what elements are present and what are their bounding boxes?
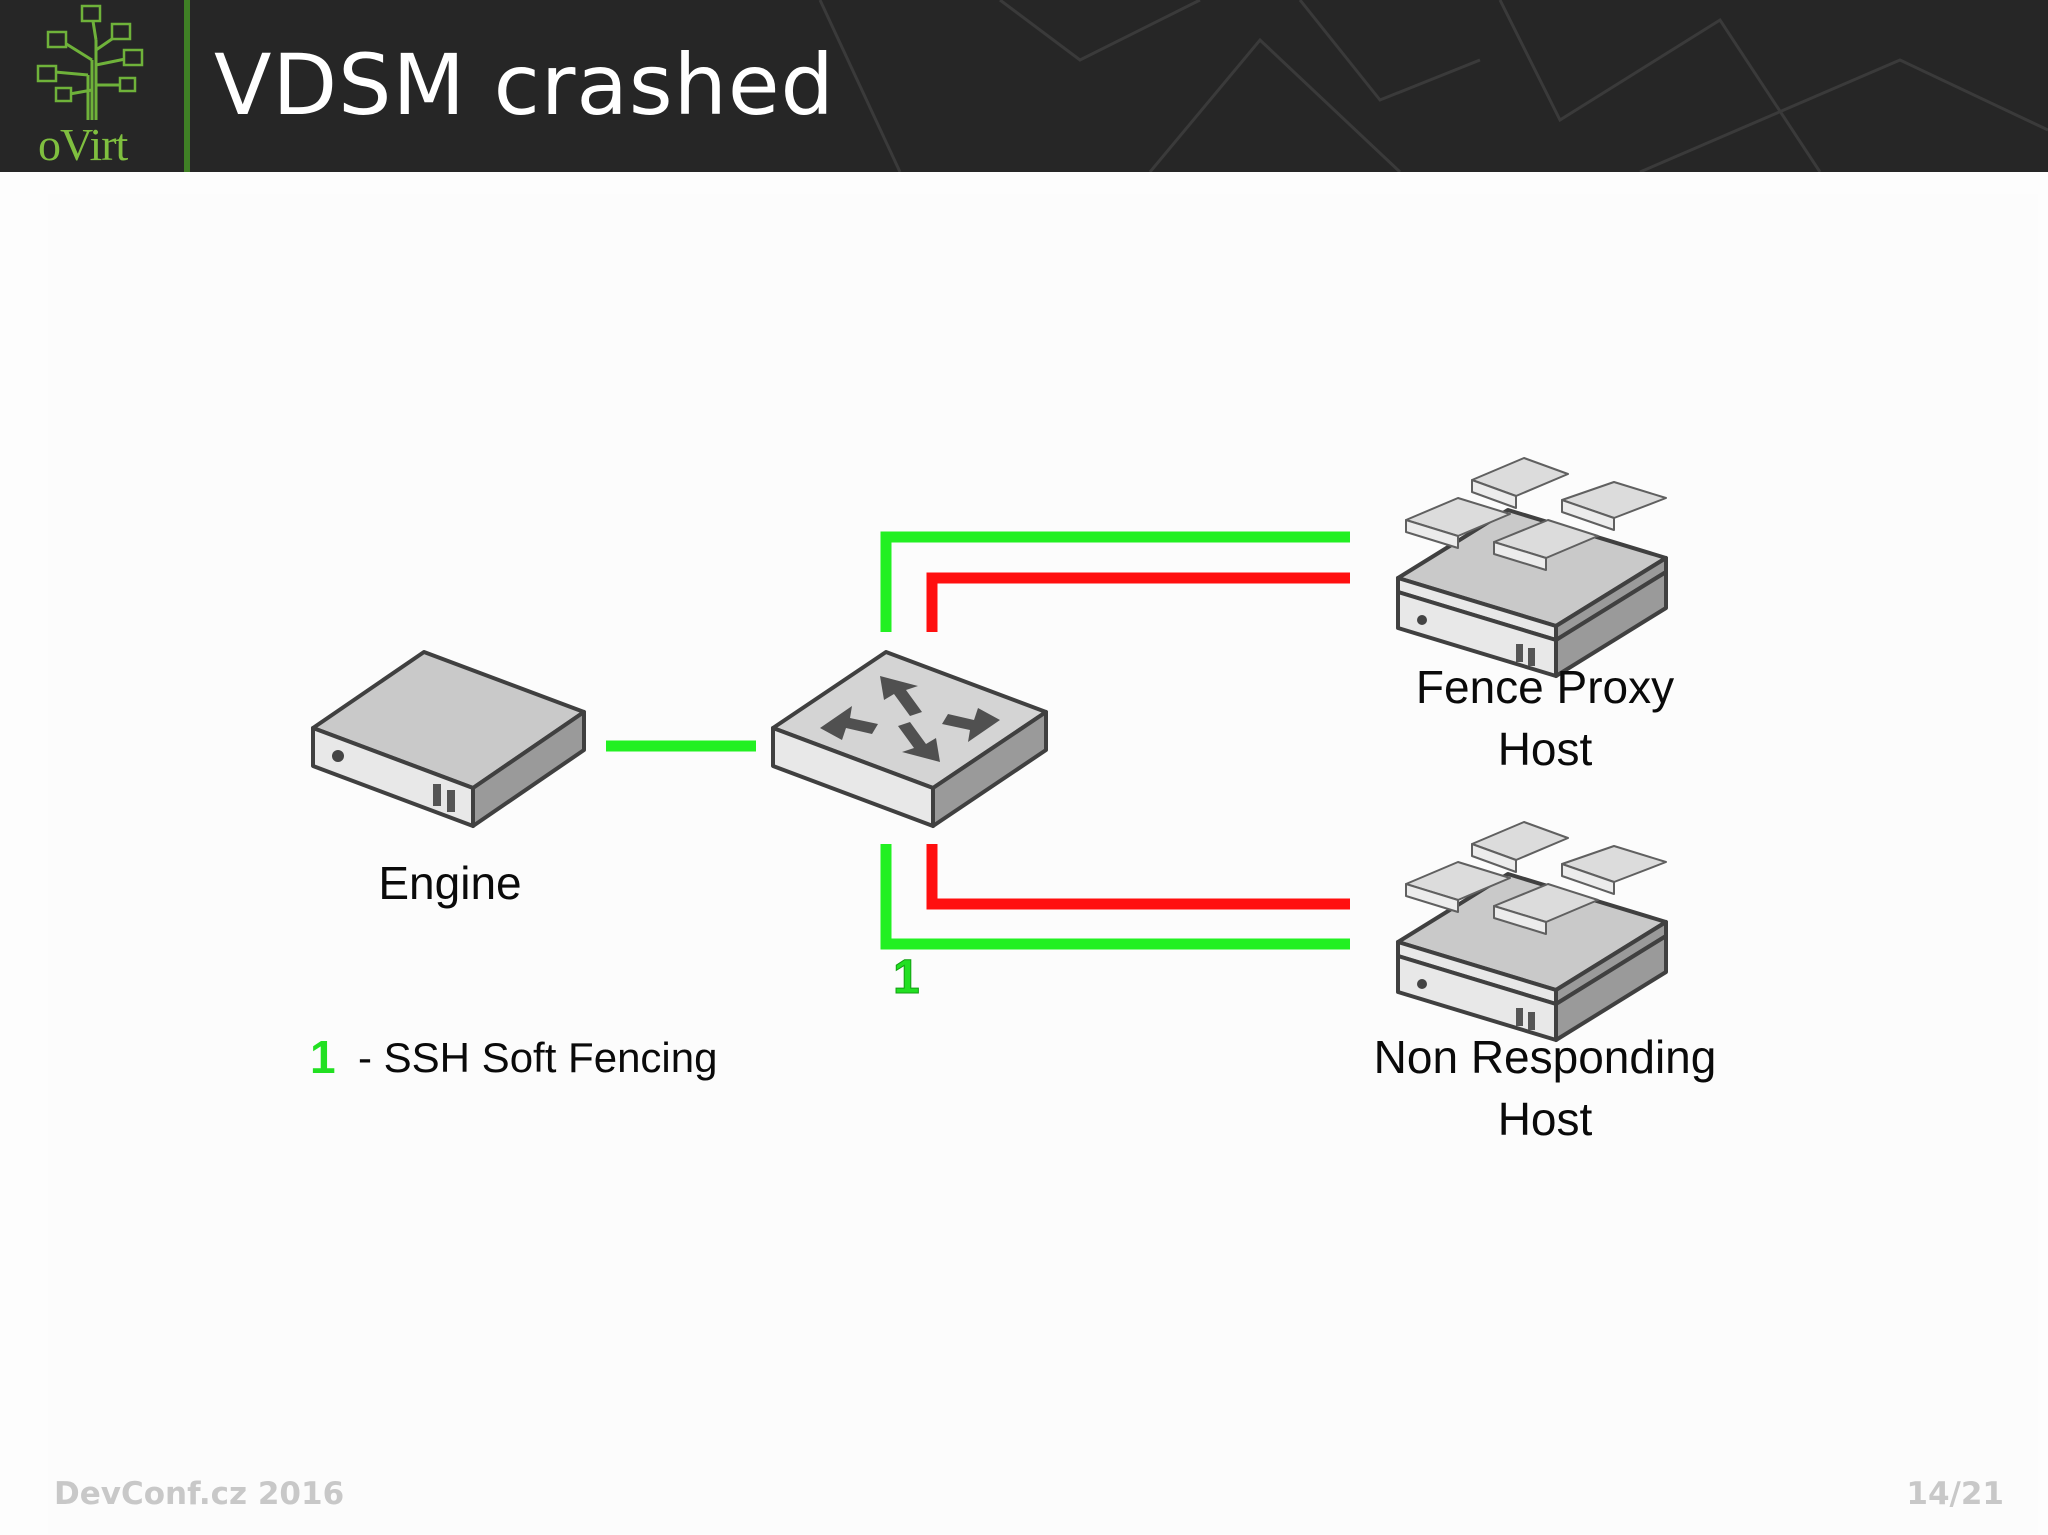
header-divider — [184, 0, 190, 172]
slide-content — [48, 194, 2038, 1534]
non-responding-host-label: Non Responding Host — [1330, 1026, 1760, 1150]
ovirt-logo: oVirt — [0, 0, 186, 172]
legend-number: 1 — [310, 1031, 336, 1083]
fence-proxy-host-label-line1: Fence Proxy — [1415, 661, 1675, 713]
logo-wordmark: oVirt — [38, 119, 128, 170]
fence-proxy-failed-link — [926, 572, 1350, 632]
non-responding-host-icon — [1396, 821, 1668, 1042]
fence-proxy-host-icon — [1396, 457, 1668, 678]
footer-event: DevConf.cz 2016 — [54, 1476, 345, 1512]
engine-server-icon — [311, 650, 586, 828]
link-marker-number: 1 — [893, 951, 921, 1005]
fence-proxy-host-label-line2: Host — [1497, 723, 1593, 775]
non-responding-host-label-line1: Non Responding — [1373, 1031, 1717, 1083]
non-responding-ok-link — [880, 844, 1350, 950]
fence-proxy-host-label: Fence Proxy Host — [1360, 656, 1730, 780]
title-bar: oVirt VDSM crashed — [0, 0, 2048, 172]
non-responding-failed-link — [926, 844, 1350, 910]
legend-text: - SSH Soft Fencing — [358, 1034, 718, 1081]
engine-label: Engine — [378, 857, 522, 909]
non-responding-host-label-line2: Host — [1497, 1093, 1593, 1145]
footer-page-number: 14/21 — [1906, 1476, 2004, 1512]
tree-logo-icon — [36, 4, 144, 120]
network-switch-icon — [771, 650, 1048, 828]
fence-proxy-ok-link — [880, 531, 1350, 632]
page-title: VDSM crashed — [214, 36, 835, 134]
header-background-pattern — [818, 0, 2048, 172]
